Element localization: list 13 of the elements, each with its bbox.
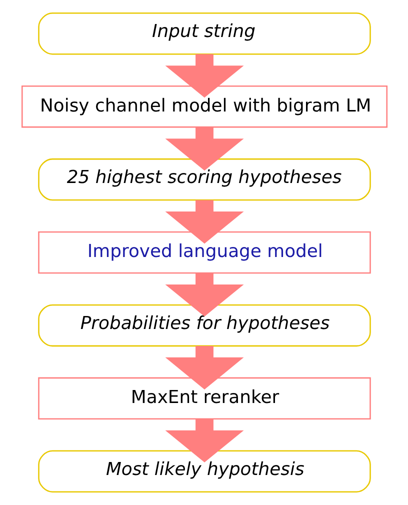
node-box: Probabilities for hypotheses [38,304,370,347]
arrow [164,200,244,244]
arrow [164,273,244,317]
arrow [164,54,244,98]
arrow [164,418,244,462]
node-box: Most likely hypothesis [38,450,370,492]
node-box: MaxEnt reranker [38,377,370,420]
arrow [164,346,244,390]
node-box: Input string [38,12,370,55]
node-box: Noisy channel model with bigram LM [20,85,388,128]
node-box: Improved language model [38,231,370,274]
arrow [164,127,244,171]
node-box: 25 highest scoring hypotheses [38,158,370,201]
